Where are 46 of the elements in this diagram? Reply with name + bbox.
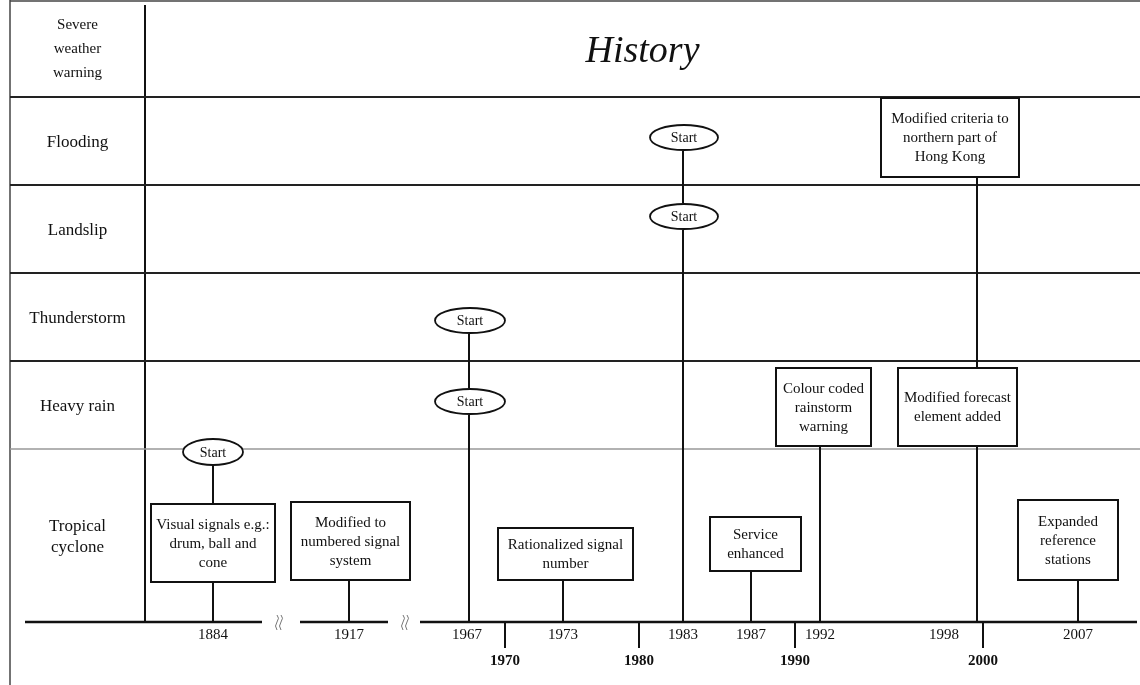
year-label: 1967: [447, 625, 487, 643]
event-box: Visual signals e.g.: drum, ball and cone: [150, 503, 276, 583]
connector-line: [468, 414, 470, 623]
row-header: Tropical cyclone: [48, 515, 107, 557]
connector-line: [562, 580, 564, 623]
event-box: Service enhanced: [709, 516, 802, 572]
connector-line: [750, 571, 752, 623]
row-header: Thunderstorm: [28, 307, 127, 328]
decade-label: 2000: [967, 651, 999, 670]
year-label: 2007: [1058, 625, 1098, 643]
year-label: 1998: [924, 625, 964, 643]
title: History: [584, 28, 701, 70]
decade-label: 1990: [779, 651, 811, 670]
event-box: Modified to numbered signal system: [290, 501, 411, 581]
event-box: Modified criteria to northern part of Hong Kong: [880, 97, 1020, 178]
year-label: 1987: [731, 625, 771, 643]
connector-line: [1077, 580, 1079, 623]
connector-line: [976, 446, 978, 623]
connector-line: [348, 580, 350, 623]
event-box: Colour coded rainstorm warning: [775, 367, 872, 447]
start-ellipse: Start: [434, 307, 506, 334]
year-label: 1973: [543, 625, 583, 643]
row-header: Heavy rain: [38, 395, 117, 416]
year-label: 1917: [329, 625, 369, 643]
decade-label: 1970: [489, 651, 521, 670]
start-ellipse: Start: [649, 203, 719, 230]
year-label: 1992: [800, 625, 840, 643]
start-ellipse: Start: [649, 124, 719, 151]
connector-line: [682, 229, 684, 623]
event-box: Modified forecast element added: [897, 367, 1018, 447]
connector-line: [212, 465, 214, 504]
connector-line: [819, 446, 821, 623]
connector-line: [976, 177, 978, 368]
start-ellipse: Start: [182, 438, 244, 466]
row-header: Severe weather warning: [51, 15, 104, 82]
start-ellipse: Start: [434, 388, 506, 415]
connector-line: [468, 333, 470, 389]
connector-line: [682, 150, 684, 204]
row-header: Flooding: [45, 131, 110, 152]
year-label: 1983: [663, 625, 703, 643]
year-label: 1884: [193, 625, 233, 643]
connector-line: [212, 582, 214, 623]
row-header: Landslip: [46, 219, 109, 240]
decade-label: 1980: [623, 651, 655, 670]
event-box: Expanded reference stations: [1017, 499, 1119, 581]
event-box: Rationalized signal number: [497, 527, 634, 581]
